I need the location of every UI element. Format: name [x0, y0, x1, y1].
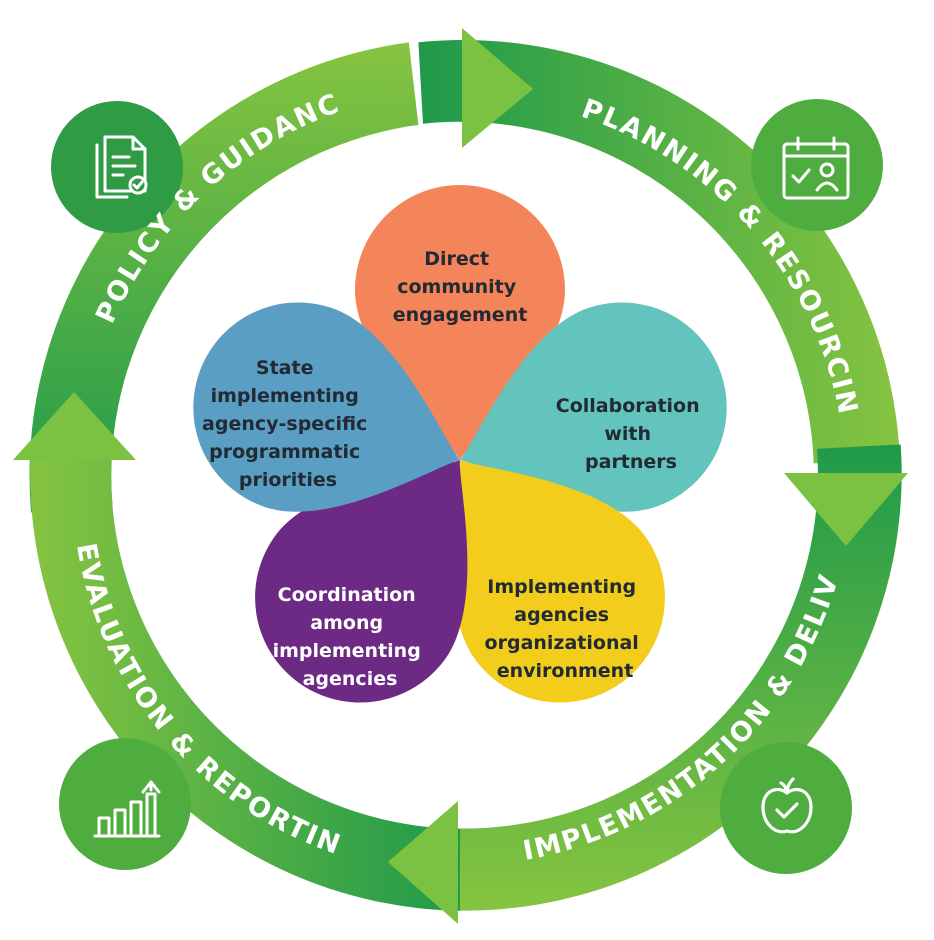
petal-label-line: Collaboration [556, 395, 700, 417]
petal-coordination-among-agencies [255, 460, 468, 703]
petal-label-line: Implementing [487, 576, 636, 598]
petal-label-line: with [604, 423, 651, 445]
petal-label-line: Direct [424, 248, 489, 270]
petal-shape-coordination [255, 460, 468, 703]
arrow-head-left [13, 392, 136, 460]
arrow-head-right [784, 473, 908, 546]
arrow-head-top [462, 28, 533, 148]
petal-label-line: implementing [273, 640, 421, 662]
petal-label-line: agency-specific [202, 413, 367, 435]
petal-label-line: agencies [303, 668, 398, 690]
petal-flower [193, 185, 727, 703]
petal-state-agency-priorities [193, 302, 460, 512]
node-implementation [720, 742, 852, 874]
petal-label-line: programmatic [209, 441, 360, 463]
icon-nodes [51, 99, 883, 874]
petal-label-direct: Direct community engagement [393, 248, 528, 326]
node-planning [751, 99, 883, 231]
bar-chart-growth-icon [93, 780, 161, 838]
petal-collaboration-with-partners [460, 302, 727, 512]
petal-label-line: among [310, 612, 383, 634]
petal-shape-implementing [452, 460, 665, 703]
petal-label-line: partners [585, 451, 677, 473]
node-evaluation [59, 738, 191, 870]
petal-label-line: implementing [211, 385, 359, 407]
petal-label-line: priorities [239, 469, 337, 491]
petal-label-line: engagement [393, 304, 528, 326]
petal-label-coordination: Coordination among implementing agencies [273, 584, 428, 690]
arrow-head-bottom [388, 801, 458, 924]
petal-label-collaboration: Collaboration with partners [556, 395, 707, 473]
petal-label-line: community [397, 276, 517, 298]
petal-label-state: State implementing agency-specific progr… [202, 357, 374, 491]
petal-label-implementing: Implementing agencies organizational env… [485, 576, 646, 682]
petal-label-line: organizational [485, 632, 639, 654]
petal-label-line: State [256, 357, 314, 379]
petal-label-line: environment [497, 660, 634, 682]
policy-document-icon [95, 135, 148, 199]
petal-shape-collaboration [460, 302, 727, 512]
petal-label-line: agencies [514, 604, 609, 626]
petal-implementing-agencies [452, 460, 665, 703]
petal-label-line: Coordination [278, 584, 416, 606]
apple-icon [761, 777, 813, 834]
cycle-ring [13, 28, 908, 924]
petal-shape-state [193, 302, 460, 512]
calendar-person-icon [782, 136, 850, 200]
